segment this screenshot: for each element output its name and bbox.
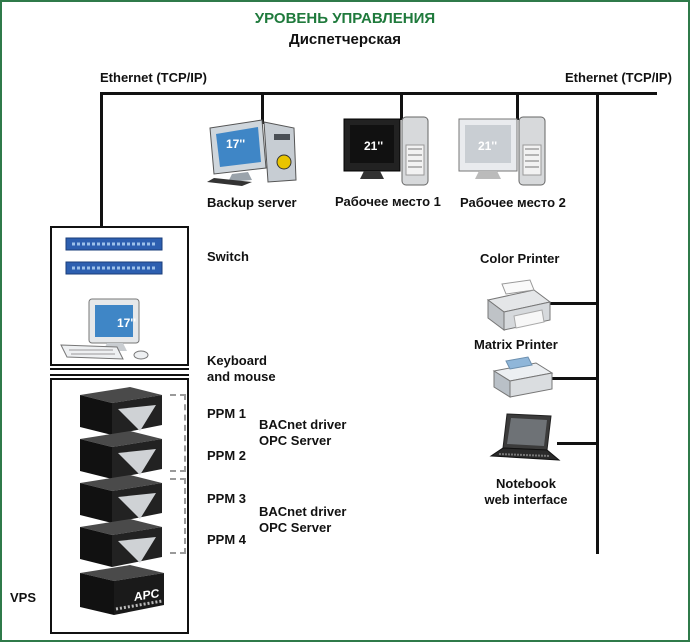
ppm2-label: PPM 2 [207,448,247,463]
group1-driver-line1: BACnet driver [259,417,347,432]
rack-rail-2 [50,374,189,376]
dotted-link-ppm1-2 [170,394,186,472]
backup-server-computer [207,119,297,186]
ethernet-drop-ws1 [400,92,403,120]
vps-label: VPS [10,590,37,605]
server-ppm1 [80,387,162,435]
backup-screen-size: 17'' [226,137,246,151]
ppm4-label: PPM 4 [207,532,247,547]
ethernet-bus-line [100,92,657,95]
ws1-screen-size: 21'' [364,139,384,153]
matrix-printer-label: Matrix Printer [474,337,558,352]
ethernet-drop-backup [261,92,264,124]
rack-console-box [50,226,189,366]
workstation-1-computer [343,116,429,186]
switch-label: Switch [207,249,249,264]
color-printer-label: Color Printer [480,251,560,266]
ups-unit [80,565,164,615]
rack-rail-1 [50,368,189,370]
keyboard-label-line2: and mouse [207,369,276,384]
console-screen-size: 17'' [117,316,137,330]
group1-driver-line2: OPC Server [259,433,332,448]
notebook-label-line2: web interface [484,492,568,507]
ppm3-label: PPM 3 [207,491,247,506]
ppm1-label: PPM 1 [207,406,247,421]
matrix-printer [492,356,554,398]
network-switch [65,237,163,275]
ethernet-label-right: Ethernet (TCP/IP) [565,70,672,85]
server-ppm3 [80,475,162,523]
diagram-subtitle: Диспетчерская [289,31,401,48]
diagram-title: УРОВЕНЬ УПРАВЛЕНИЯ [254,10,436,27]
workstation-2-label: Рабочее место 2 [460,195,566,210]
workstation-1-label: Рабочее место 1 [335,194,441,209]
ethernet-label-left: Ethernet (TCP/IP) [100,70,207,85]
ethernet-riser-right [596,92,599,554]
keyboard-label-line1: Keyboard [207,353,267,368]
link-color-printer [547,302,598,305]
ws2-screen-size: 21'' [478,139,498,153]
ethernet-drop-ws2 [516,92,519,120]
server-ppm4 [80,519,162,567]
dotted-link-ppm3-4 [170,478,186,554]
notebook-computer [489,413,561,461]
notebook-label-line1: Notebook [496,476,556,491]
link-notebook [557,442,598,445]
server-ppm2 [80,431,162,479]
color-printer [486,279,552,331]
group2-driver-line1: BACnet driver [259,504,347,519]
link-matrix-printer [547,377,598,380]
group2-driver-line2: OPC Server [259,520,332,535]
backup-server-label: Backup server [207,195,297,210]
console-monitor-keyboard [60,298,149,360]
workstation-2-computer [458,116,546,186]
server-stack [80,387,164,615]
ethernet-drop-rack [100,92,103,227]
server-rack-box [50,378,189,634]
